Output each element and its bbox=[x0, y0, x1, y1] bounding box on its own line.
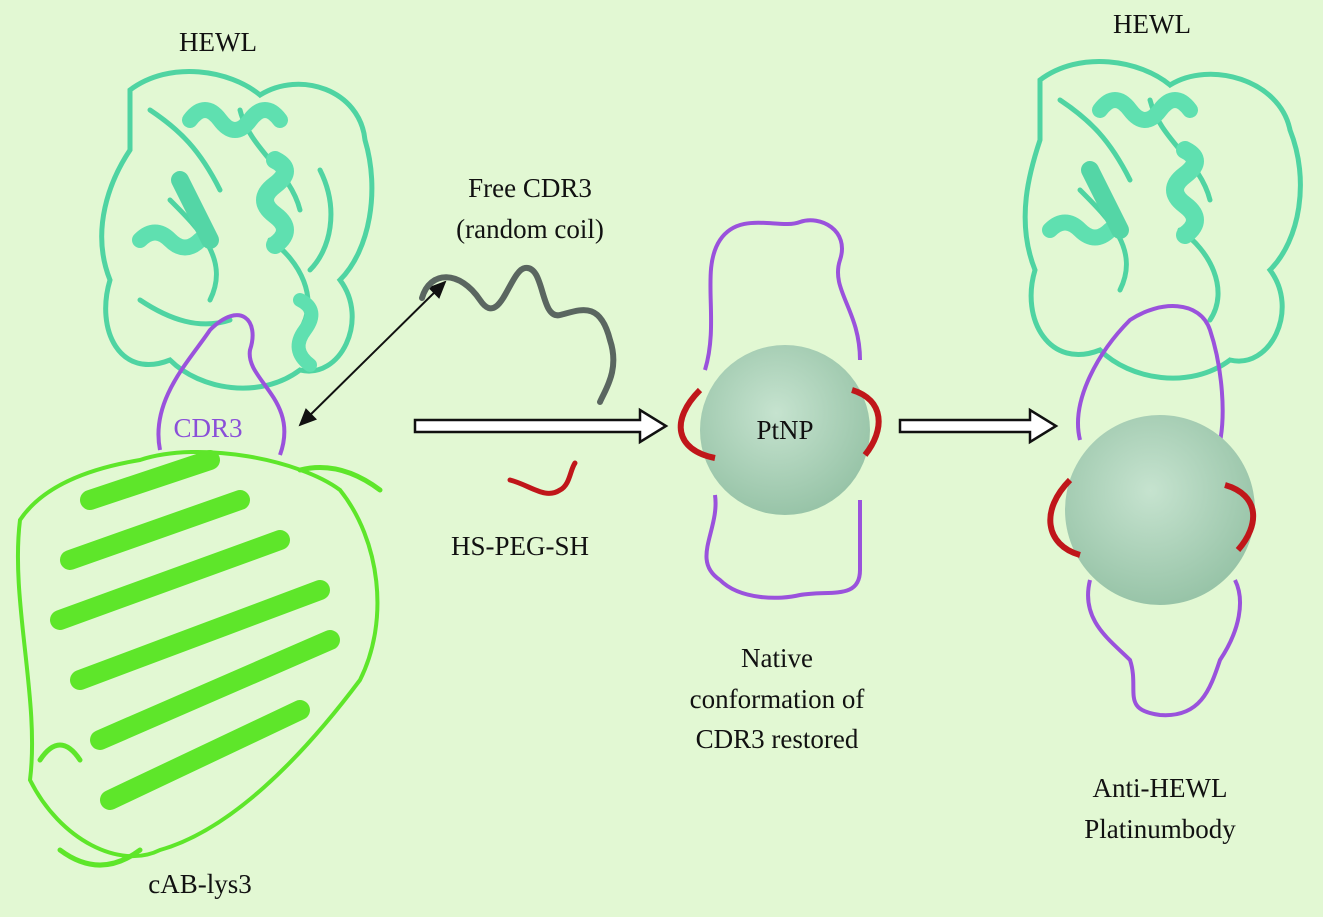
process-arrow-2 bbox=[898, 407, 1059, 445]
free-cdr3-label: Free CDR3 (random coil) bbox=[456, 168, 604, 249]
antibody-protein bbox=[16, 449, 383, 868]
antibody-label: cAB-lys3 bbox=[148, 869, 252, 899]
ptnp-label: PtNP bbox=[756, 415, 814, 445]
linker-label: HS-PEG-SH bbox=[450, 531, 590, 561]
platinumbody-caption: Anti-HEWL Platinumbody bbox=[1084, 768, 1236, 849]
caption-line: conformation of bbox=[689, 683, 865, 714]
hewl-protein-right bbox=[1022, 59, 1303, 381]
caption-line: Anti-HEWL bbox=[1092, 773, 1228, 803]
peg-linker bbox=[507, 460, 578, 496]
caption-line: CDR3 restored bbox=[695, 724, 859, 754]
hewl-label-right: HEWL bbox=[1113, 9, 1191, 39]
caption-line: Platinumbody bbox=[1084, 813, 1236, 844]
native-conformation-caption: Native conformation of CDR3 restored bbox=[690, 638, 865, 760]
process-arrow-1 bbox=[413, 407, 669, 445]
cdr3-loop-left bbox=[156, 313, 287, 456]
ptnp-construct bbox=[677, 218, 882, 600]
caption-line: Native bbox=[741, 643, 813, 673]
cdr3-label: CDR3 bbox=[173, 413, 243, 443]
hewl-protein-left bbox=[99, 69, 375, 391]
equilibrium-arrow bbox=[298, 280, 447, 427]
free-cdr3-coil bbox=[419, 265, 617, 405]
hewl-label-left: HEWL bbox=[179, 27, 257, 57]
free-cdr3-line1: Free CDR3 bbox=[468, 173, 592, 203]
free-cdr3-line2: (random coil) bbox=[456, 213, 604, 244]
platinumbody-construct bbox=[1047, 304, 1257, 718]
